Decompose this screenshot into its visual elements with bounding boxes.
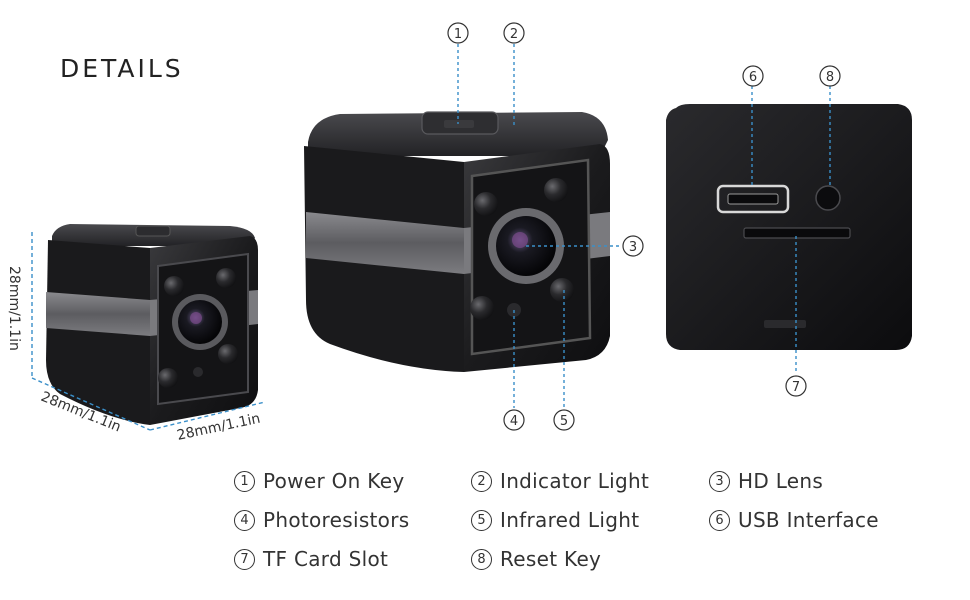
legend-label: TF Card Slot: [263, 547, 389, 571]
legend-item-usb-interface: 6 USB Interface: [709, 505, 929, 535]
callout-6: 6: [742, 65, 764, 87]
legend-item-infrared-light: 5 Infrared Light: [471, 505, 709, 535]
legend-label: Power On Key: [263, 469, 405, 493]
callout-2: 2: [503, 22, 525, 44]
legend-label: Infrared Light: [500, 508, 640, 532]
legend-number: 8: [471, 548, 492, 570]
callout-8: 8: [819, 65, 841, 87]
legend-item-indicator-light: 2 Indicator Light: [471, 466, 709, 496]
legend-label: USB Interface: [738, 508, 879, 532]
leader-lines: [457, 44, 831, 408]
legend-item-photoresistors: 4 Photoresistors: [234, 505, 471, 535]
svg-text:1: 1: [454, 27, 462, 42]
legend-label: Reset Key: [500, 547, 602, 571]
callout-7: 7: [785, 375, 807, 397]
legend-number: 1: [234, 470, 255, 492]
svg-text:4: 4: [510, 414, 518, 429]
svg-text:5: 5: [560, 414, 568, 429]
small-camera: [46, 224, 258, 425]
legend-number: 6: [709, 509, 730, 531]
svg-text:7: 7: [792, 380, 800, 395]
legend-label: Photoresistors: [263, 508, 410, 532]
legend-item-hd-lens: 3 HD Lens: [709, 466, 929, 496]
large-camera: [304, 111, 610, 372]
callout-5: 5: [553, 409, 575, 431]
dimension-lines: [31, 232, 266, 431]
dimension-height: 28mm/1.1in: [6, 266, 22, 351]
legend-number: 4: [234, 509, 255, 531]
legend-item-reset-key: 8 Reset Key: [471, 544, 709, 574]
svg-text:2: 2: [510, 27, 518, 42]
legend-number: 3: [709, 470, 730, 492]
callout-4: 4: [503, 409, 525, 431]
legend-label: HD Lens: [738, 469, 824, 493]
legend-item-power-on-key: 1 Power On Key: [234, 466, 471, 496]
legend-number: 2: [471, 470, 492, 492]
legend-number: 5: [471, 509, 492, 531]
svg-text:3: 3: [629, 240, 637, 255]
svg-text:6: 6: [749, 70, 757, 85]
svg-text:8: 8: [826, 70, 834, 85]
page-title: DETAILS: [60, 54, 184, 83]
callout-3: 3: [622, 235, 644, 257]
legend-label: Indicator Light: [500, 469, 650, 493]
legend-item-tf-card-slot: 7 TF Card Slot: [234, 544, 471, 574]
back-view: [666, 104, 912, 350]
parts-legend: 1 Power On Key 2 Indicator Light 3 HD Le…: [234, 466, 934, 574]
callout-1: 1: [447, 22, 469, 44]
legend-number: 7: [234, 548, 255, 570]
